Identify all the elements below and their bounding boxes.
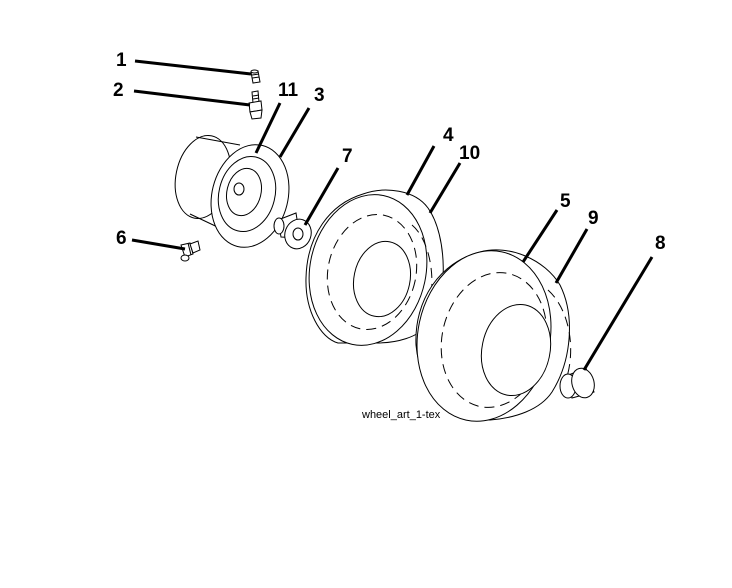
callout-10: 10 — [459, 143, 480, 164]
callout-8: 8 — [655, 233, 666, 254]
callout-7: 7 — [342, 146, 353, 167]
leader-4 — [405, 145, 436, 196]
leader-lines — [131, 59, 654, 371]
leader-9 — [554, 228, 589, 284]
part-front-tire — [305, 189, 444, 346]
leader-5 — [521, 209, 559, 263]
leader-10 — [428, 162, 462, 214]
leader-7 — [303, 167, 340, 226]
callout-9: 9 — [588, 208, 599, 229]
leader-2 — [133, 89, 251, 107]
leader-8 — [582, 256, 654, 371]
callout-4: 4 — [443, 125, 454, 146]
leader-1 — [134, 59, 252, 76]
callout-3: 3 — [314, 85, 325, 106]
part-hub-cap — [559, 367, 595, 399]
part-rim — [174, 135, 290, 248]
callout-5: 5 — [560, 191, 571, 212]
leader-3 — [278, 107, 311, 158]
callout-2: 2 — [113, 80, 124, 101]
part-valve-stem — [248, 90, 263, 120]
part-bushing — [273, 212, 312, 250]
diagram-caption: wheel_art_1-tex — [361, 409, 441, 421]
part-rear-tire — [415, 249, 572, 422]
part-valve-cap — [250, 69, 261, 84]
callout-1: 1 — [116, 50, 127, 71]
callout-11: 11 — [278, 80, 299, 101]
leader-6 — [131, 238, 186, 251]
part-grease-fitting — [180, 240, 201, 262]
leader-11 — [254, 102, 282, 154]
callout-6: 6 — [116, 228, 127, 249]
